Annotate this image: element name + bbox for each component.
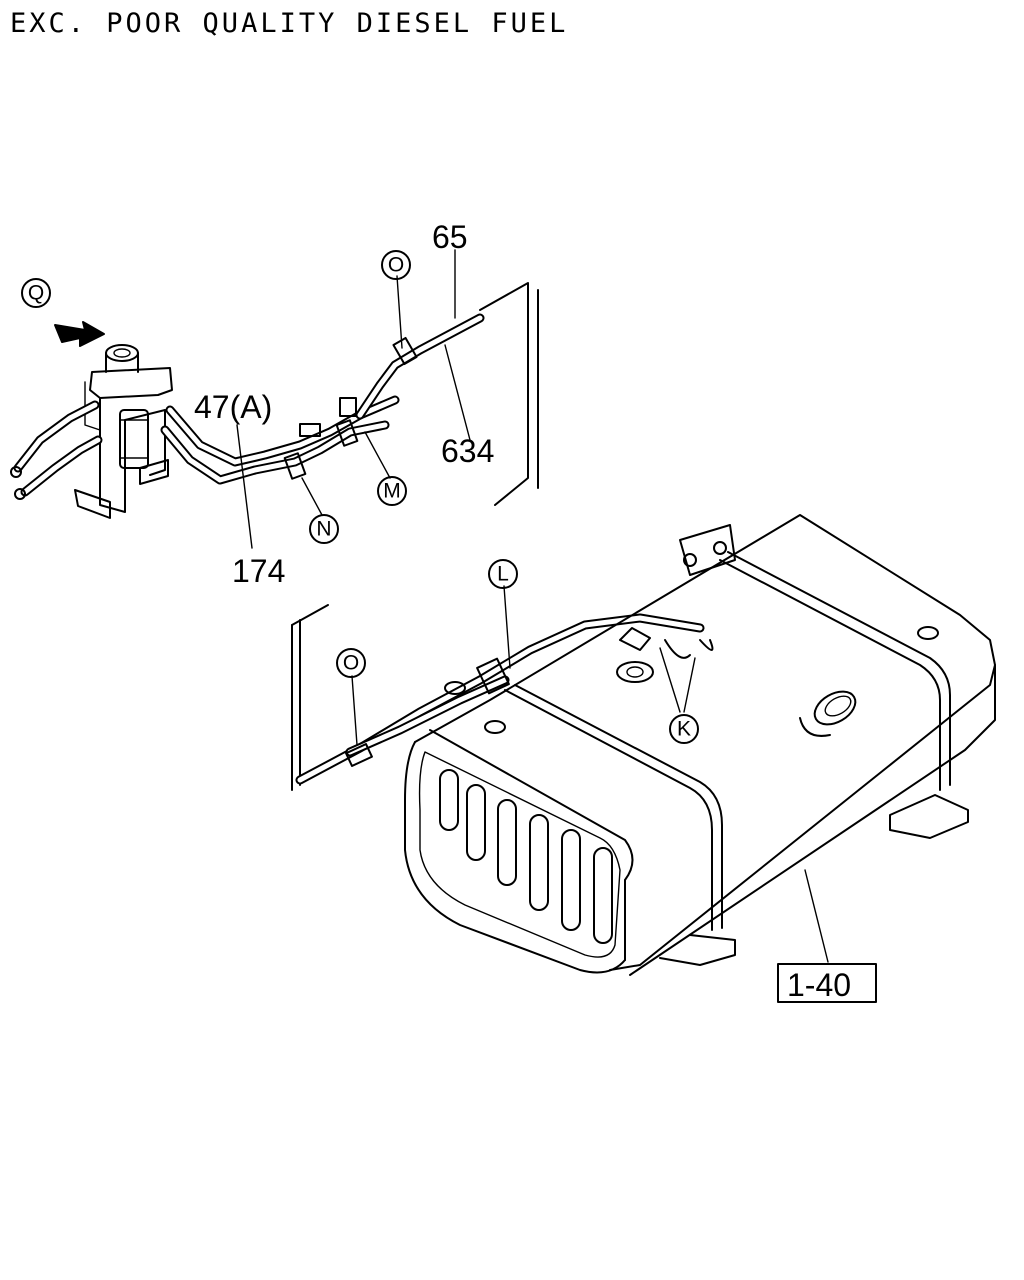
callout-n: N — [316, 518, 331, 541]
callout-k: K — [677, 718, 691, 741]
callout-circle-l — [488, 559, 518, 589]
callout-circle-q — [21, 278, 51, 308]
leader-lines — [236, 249, 829, 963]
diagram-title: EXC. POOR QUALITY DIESEL FUEL — [10, 8, 569, 39]
lower-fuel-lines — [291, 604, 705, 791]
fuel-filter-assembly — [10, 321, 173, 519]
part-label-47: 47(A) — [194, 389, 272, 425]
callout-circle-o-top — [381, 250, 411, 280]
part-label-box-1-40 — [777, 963, 877, 1003]
part-label-634: 634 — [441, 433, 494, 469]
callout-o-bottom: O — [343, 652, 359, 675]
part-label-174: 174 — [232, 553, 285, 589]
upper-fuel-lines — [160, 282, 539, 506]
part-label-1-40: 1-40 — [787, 967, 851, 1003]
callouts: Q O M N L O K — [21, 250, 699, 744]
callout-l: L — [497, 563, 509, 586]
callout-circle-o-bottom — [336, 648, 366, 678]
callout-m: M — [383, 480, 401, 503]
callout-circle-m — [377, 476, 407, 506]
callout-q: Q — [28, 282, 44, 305]
part-label-65: 65 — [432, 219, 468, 255]
callout-o-top: O — [388, 254, 404, 277]
callout-circle-k — [669, 714, 699, 744]
fuel-tank — [404, 514, 996, 976]
callout-circle-n — [309, 514, 339, 544]
part-labels: 65 634 47(A) 174 1-40 — [194, 219, 877, 1003]
